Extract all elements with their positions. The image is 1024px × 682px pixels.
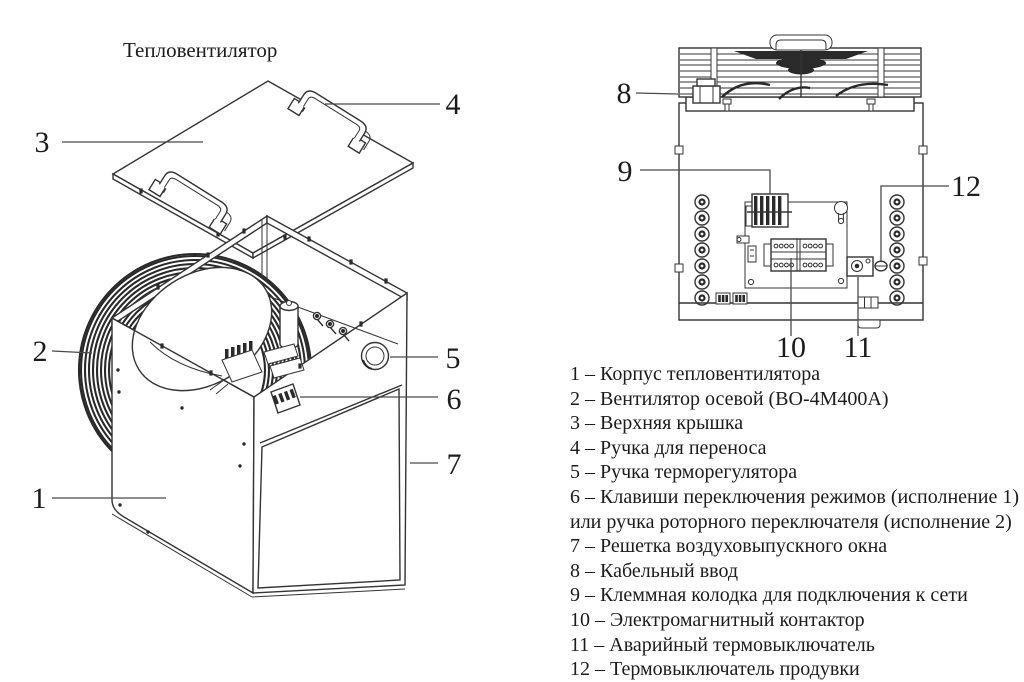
legend-item: 3 – Верхняя крышка bbox=[570, 412, 744, 435]
callout-9: 9 bbox=[618, 155, 633, 188]
parts-legend: 1 – Корпус тепловентилятора 2 – Вентилят… bbox=[570, 362, 1019, 682]
legend-item: 11 – Аварийный термовыключатель bbox=[570, 633, 875, 656]
control-panel-edge bbox=[259, 384, 403, 444]
callout-3: 3 bbox=[35, 126, 50, 159]
legend-item: 9 – Клеммная колодка для подключения к с… bbox=[570, 584, 968, 607]
wire bbox=[149, 341, 223, 377]
rear-handle bbox=[769, 34, 833, 51]
callout-11: 11 bbox=[844, 331, 873, 364]
callout-6: 6 bbox=[447, 383, 462, 416]
rim-back-right bbox=[266, 214, 408, 302]
callout-10: 10 bbox=[776, 331, 806, 364]
legend-item: или ручка роторного переключателя (испол… bbox=[570, 510, 1012, 533]
purge-thermal-switch bbox=[874, 260, 888, 272]
outlet-grille bbox=[257, 387, 401, 589]
corner-seam bbox=[261, 218, 268, 280]
housing-left-panel bbox=[111, 316, 406, 598]
callout-1: 1 bbox=[32, 482, 47, 515]
callout-2: 2 bbox=[33, 335, 48, 368]
fan-blades bbox=[721, 50, 889, 100]
housing-front-panel bbox=[252, 291, 408, 594]
isometric-view-figure bbox=[77, 80, 415, 598]
callout-5: 5 bbox=[446, 342, 461, 375]
thermostat-knob bbox=[360, 341, 390, 371]
interior-terminal-block bbox=[209, 341, 263, 395]
leader-lines bbox=[51, 92, 949, 499]
contactor bbox=[763, 238, 834, 272]
legend-item: 10 – Электромагнитный контактор bbox=[570, 608, 865, 631]
figure-title: Тепловентилятор bbox=[123, 38, 278, 62]
callout-4: 4 bbox=[446, 88, 461, 121]
legend-item: 6 – Клавиши переключения режимов (исполн… bbox=[570, 485, 1020, 508]
callout-12: 12 bbox=[951, 170, 981, 203]
legend-item: 7 – Решетка воздуховыпускного окна bbox=[570, 535, 888, 558]
callout-labels: 3 4 2 5 6 7 1 8 9 12 10 11 bbox=[32, 77, 982, 515]
housing-interior bbox=[111, 218, 399, 398]
mode-switch-keys bbox=[270, 383, 301, 414]
cable-gland bbox=[692, 78, 721, 104]
legend-item: 5 – Ручка терморегулятора bbox=[570, 461, 798, 484]
legend-item: 4 – Ручка для переноса bbox=[570, 436, 767, 459]
emergency-thermal-switch bbox=[846, 256, 874, 277]
callout-8: 8 bbox=[617, 77, 632, 110]
thermostat-cylinder bbox=[279, 300, 299, 361]
legend-item: 2 – Вентилятор осевой (ВО-4М400А) bbox=[570, 387, 889, 410]
fan-guard bbox=[678, 34, 922, 104]
keyhole-slot bbox=[834, 201, 848, 225]
callout-7: 7 bbox=[447, 448, 462, 481]
legend-item: 1 – Корпус тепловентилятора bbox=[570, 363, 821, 385]
top-view-figure bbox=[674, 34, 928, 329]
mains-terminal-block bbox=[736, 193, 792, 263]
legend-item: 12 – Термовыключатель продувки bbox=[570, 658, 860, 681]
mounting-pads bbox=[263, 343, 305, 379]
legend-item: 8 – Кабельный ввод bbox=[570, 559, 739, 582]
top-cover bbox=[111, 80, 415, 260]
